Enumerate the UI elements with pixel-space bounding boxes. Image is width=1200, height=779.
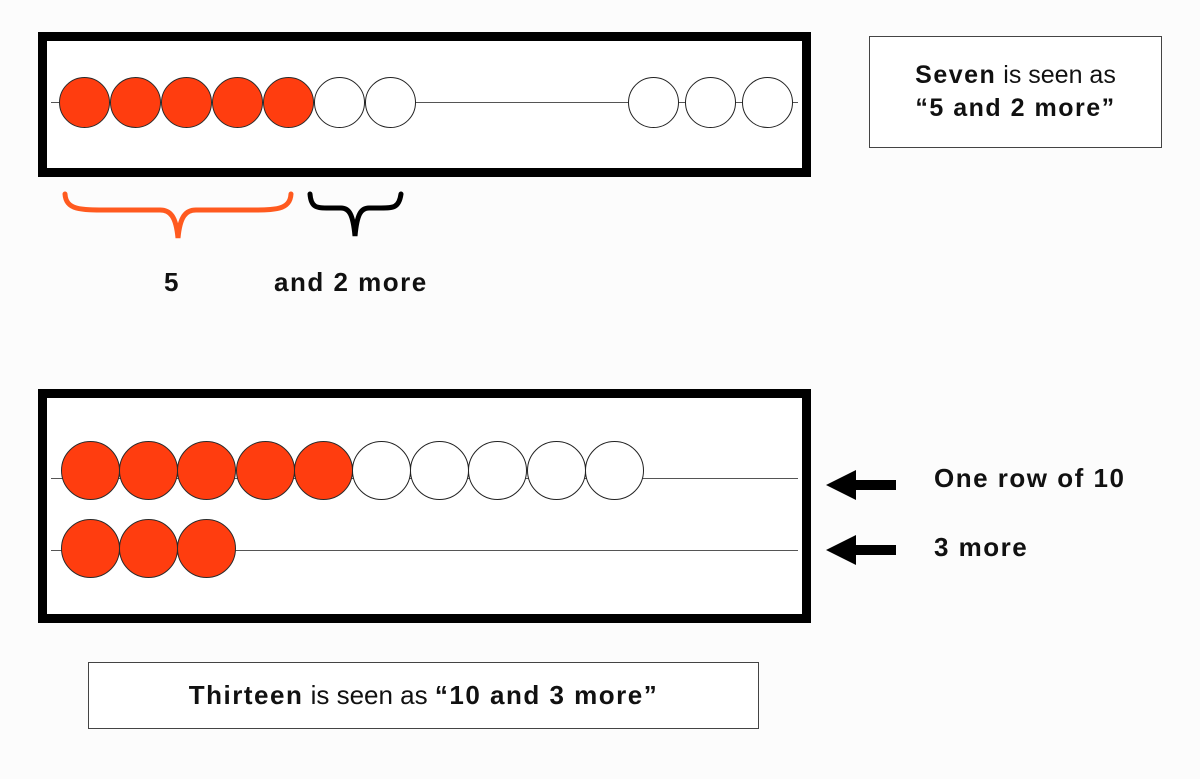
- thirteen-note-middle: is seen as: [303, 680, 435, 710]
- bead-filled: [119, 519, 179, 578]
- left-arrow-icon: [826, 535, 896, 565]
- bead-filled: [212, 77, 263, 128]
- bead-empty: [685, 77, 736, 128]
- and-two-more-label: and 2 more: [274, 267, 428, 297]
- bead-filled: [61, 519, 120, 578]
- bead-empty: [314, 77, 365, 128]
- more-brace-icon: [307, 191, 404, 237]
- bead-empty: [742, 77, 793, 128]
- bead-empty: [628, 77, 679, 128]
- bead-filled: [177, 441, 237, 500]
- row-of-ten-label: One row of 10: [934, 463, 1126, 493]
- bead-filled: [235, 441, 295, 500]
- seven-note-box: Seven is seen as “5 and 2 more”: [869, 36, 1162, 148]
- top-rekenrek-wire: [51, 102, 798, 103]
- bead-filled: [59, 77, 110, 128]
- bead-filled: [293, 441, 353, 500]
- five-brace-icon: [62, 191, 294, 239]
- more-brace-path: [307, 191, 404, 237]
- bead-empty: [584, 441, 644, 500]
- bead-empty: [365, 77, 416, 128]
- bead-filled: [119, 441, 179, 500]
- seven-word: Seven: [915, 61, 997, 89]
- bead-empty: [410, 441, 470, 500]
- seven-note-quote: “5 and 2 more”: [915, 94, 1116, 122]
- thirteen-note-box: Thirteen is seen as “10 and 3 more”: [88, 662, 759, 729]
- bead-filled: [110, 77, 161, 128]
- seven-note-rest: is seen as: [996, 61, 1116, 89]
- left-arrow-icon: [826, 470, 896, 500]
- top-rekenrek-frame: [38, 32, 811, 177]
- bead-empty: [526, 441, 586, 500]
- thirteen-word: Thirteen: [188, 680, 304, 710]
- bottom-rekenrek-frame: [38, 389, 811, 623]
- bottom-rekenrek-wire-2: [51, 550, 798, 551]
- five-brace-path: [62, 191, 294, 239]
- bead-filled: [61, 441, 120, 500]
- bead-filled: [161, 77, 212, 128]
- bead-empty: [352, 441, 411, 500]
- three-more-label: 3 more: [934, 532, 1029, 562]
- bead-filled: [177, 519, 237, 578]
- bead-filled: [263, 77, 314, 128]
- five-label: 5: [164, 267, 180, 297]
- thirteen-note-quote: “10 and 3 more”: [434, 680, 659, 710]
- bead-empty: [468, 441, 528, 500]
